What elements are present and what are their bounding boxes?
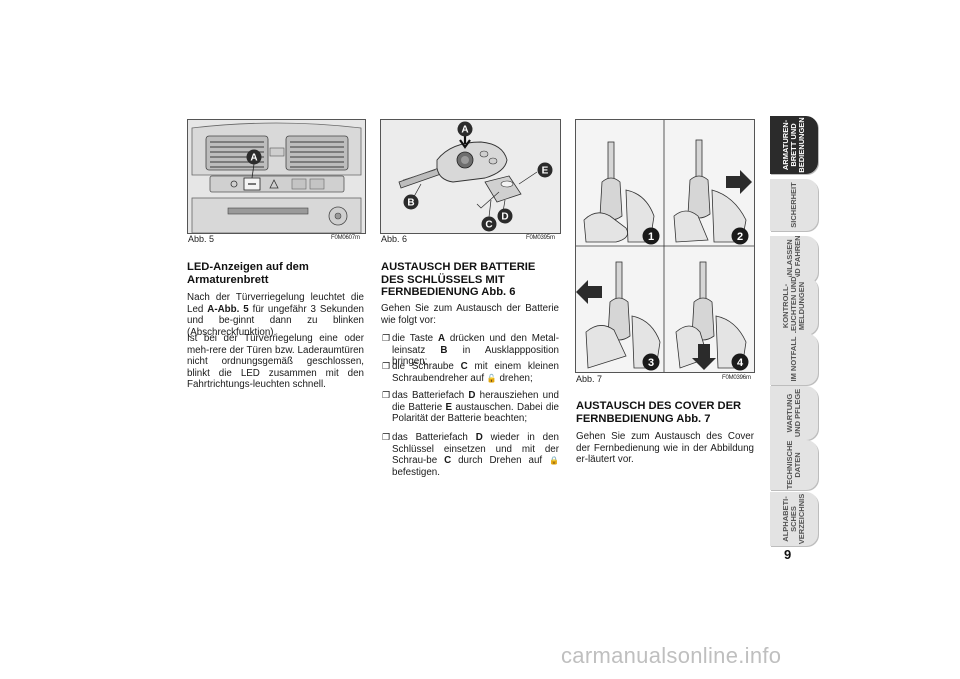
marker-e: E — [542, 166, 549, 177]
key-illustration: A B C D E — [381, 120, 560, 233]
marker-b: B — [407, 198, 414, 209]
marker-c: C — [485, 220, 492, 231]
list-text: drehen; — [496, 372, 533, 384]
tab-anlassen[interactable]: ANLASSEN UND FAHREN — [770, 235, 818, 285]
tab-kontrollleuchten[interactable]: KONTROLL- LEUCHTEN UND MELDUNGEN — [770, 276, 818, 336]
label-c: C — [444, 455, 452, 467]
list-text: das Batteriefach — [392, 390, 469, 401]
tab-label: ALPHABETI- SCHES VERZEICHNIS — [781, 493, 806, 545]
paragraph-text: für ungefähr 3 Sekunden und be-ginnt dan… — [187, 303, 364, 338]
paragraph-led-2: Ist bei der Türverriegelung eine oder me… — [187, 333, 364, 391]
list-text: wieder in den Schlüssel einsetzen und mi… — [392, 432, 559, 467]
marker-d: D — [501, 212, 508, 223]
code-abb5: F0M0607m — [331, 235, 360, 241]
paragraph-text: Nach der Türverriegelung leuchtet die Le… — [187, 292, 364, 315]
list-text: befestigen. — [392, 466, 440, 478]
list-item: ❐ die Taste A drücken und den Metal-lein… — [382, 333, 560, 368]
tab-wartung[interactable]: WARTUNG UND PFLEGE — [770, 386, 818, 440]
tab-notfall[interactable]: IM NOTFALL — [770, 333, 818, 385]
caption-abb5: Abb. 5 — [188, 234, 215, 244]
label-e: E — [445, 401, 453, 413]
figure-abb7: 1 2 3 4 — [575, 119, 755, 373]
list-text: herausziehen und die Batterie — [392, 390, 559, 413]
marker-a: A — [461, 125, 468, 136]
step-3-marker: 3 — [648, 357, 654, 369]
checkbox-bullet-icon: ❐ — [382, 390, 391, 400]
list-text: durch Drehen auf — [451, 455, 550, 467]
tab-label: KONTROLL- LEUCHTEN UND MELDUNGEN — [781, 276, 806, 336]
tab-verzeichnis[interactable]: ALPHABETI- SCHES VERZEICHNIS — [770, 492, 818, 546]
figure-abb6: A B C D E — [380, 119, 561, 234]
tab-armaturenbrett[interactable]: ARMATUREN- BRETT UND BEDIENUNGEN — [770, 116, 818, 174]
label-a: A — [437, 333, 446, 344]
step-1-marker: 1 — [648, 231, 654, 243]
label-c: C — [460, 361, 468, 372]
code-abb7: F0M0396m — [722, 375, 751, 381]
cover-replacement-illustration: 1 2 3 4 — [576, 120, 754, 372]
dashboard-illustration: A — [188, 120, 365, 233]
page-number: 9 — [784, 547, 792, 562]
tab-label: ARMATUREN- BRETT UND BEDIENUNGEN — [781, 117, 806, 173]
paragraph-led-1: Nach der Türverriegelung leuchtet die Le… — [187, 292, 364, 338]
label-d: D — [468, 390, 476, 401]
paragraph-battery-intro: Gehen Sie zum Austausch der Batterie wie… — [381, 303, 559, 326]
tab-label: WARTUNG UND PFLEGE — [785, 388, 802, 438]
section-heading-battery: AUSTAUSCH DER BATTERIE DES SCHLÜSSELS MI… — [381, 261, 536, 298]
caption-abb7: Abb. 7 — [576, 374, 603, 384]
list-text: in Ausklappposition bringen; — [392, 344, 559, 368]
unlock-icon: 🔓 — [486, 373, 497, 383]
list-item: ❐ die Schraube C mit einem kleinen Schra… — [382, 361, 559, 384]
list-item: ❐ das Batteriefach D wieder in den Schlü… — [382, 432, 559, 478]
tab-label: IM NOTFALL — [789, 336, 798, 382]
list-text: austauschen. Dabei die Polarität der Bat… — [392, 401, 559, 425]
checkbox-bullet-icon: ❐ — [382, 361, 391, 371]
list-text: die Schraube — [392, 361, 461, 372]
checkbox-bullet-icon: ❐ — [382, 432, 391, 442]
figure-abb5: A — [187, 119, 366, 234]
checkbox-bullet-icon: ❐ — [382, 333, 391, 343]
step-4-marker: 4 — [737, 357, 744, 369]
tab-sicherheit[interactable]: SICHERHEIT — [770, 179, 818, 231]
step-2-marker: 2 — [737, 231, 743, 243]
list-text: das Batteriefach — [392, 432, 476, 443]
list-text: drücken und den Metal-leinsatz — [392, 333, 560, 356]
paragraph-cover: Gehen Sie zum Austausch des Cover der Fe… — [576, 431, 754, 466]
list-item: ❐ das Batteriefach D herausziehen und di… — [382, 390, 559, 425]
marker-a: A — [250, 153, 257, 164]
list-text: die Taste — [392, 333, 438, 344]
label-d: D — [475, 432, 483, 443]
list-text: mit einem kleinen Schraubendreher auf — [392, 361, 559, 384]
caption-abb6: Abb. 6 — [381, 234, 408, 244]
watermark: carmanualsonline.info — [561, 643, 782, 668]
label-b: B — [440, 344, 448, 356]
section-heading-cover: AUSTAUSCH DES COVER DER FERNBEDIENUNG Ab… — [576, 400, 742, 425]
tab-technische-daten[interactable]: TECHNISCHE DATEN — [770, 440, 818, 490]
tab-label: TECHNISCHE DATEN — [785, 440, 802, 490]
lock-icon: 🔒 — [549, 456, 559, 466]
tab-label: SICHERHEIT — [789, 182, 798, 228]
code-abb6: F0M0395m — [526, 235, 555, 241]
section-heading-led: LED-Anzeigen auf dem Armaturenbrett — [187, 261, 309, 286]
figure-reference: A-Abb. 5 — [207, 303, 249, 315]
